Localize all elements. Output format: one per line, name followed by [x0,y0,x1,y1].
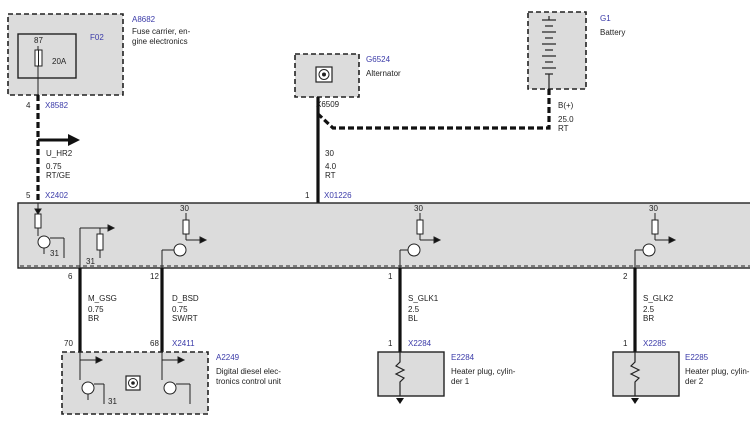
wire-sglk1-signal: S_GLK1 [408,294,439,303]
wire-sglk2-gauge: 2.5 [643,305,655,314]
fuse-carrier-desc-2: gine electronics [132,37,188,46]
dde-pin-a: 70 [64,339,73,348]
heater2-desc-2: der 2 [685,377,704,386]
wire-uhr2-gauge: 0.75 [46,162,62,171]
fuse-rating: 20A [52,57,67,66]
battery-gauge: 25.0 [558,115,574,124]
heater1-id: E2284 [451,353,475,362]
wire-uhr2-color: RT/GE [46,171,70,180]
heater1-desc-1: Heater plug, cylin- [451,367,516,376]
fuse-carrier-desc-1: Fuse carrier, en- [132,27,191,36]
wire-sglk2-color: BR [643,314,654,323]
wire-30-signal: 30 [325,149,334,158]
module-pin-12: 12 [150,272,159,281]
alternator-connector: X6509 [316,100,340,109]
heater2-id: E2285 [685,353,709,362]
wire-sglk2-signal: S_GLK2 [643,294,674,303]
heater-coil-icon [629,352,641,396]
heater1-desc-2: der 1 [451,377,470,386]
ground-arrow-icon [631,398,639,404]
dde-pin-b: 68 [150,339,159,348]
wire-30-color: RT [325,171,336,180]
module-output-circuit-1 [79,224,116,268]
heater2-desc-1: Heater plug, cylin- [685,367,750,376]
wire-uhr2-signal: U_HR2 [46,149,73,158]
wire-battery [316,89,551,130]
heater2-pin: 1 [623,339,628,348]
dde-desc-2: tronics control unit [216,377,282,386]
fuse-carrier-pin: 4 [26,101,31,110]
fuse-id: F02 [90,33,104,42]
wire-sglk1-color: BL [408,314,418,323]
battery-box [527,11,587,90]
fuse-pin-label: 87 [34,36,43,45]
connector-x2402: X2402 [45,191,69,200]
main-module-box [17,202,750,269]
module-pin-1: 1 [388,272,393,281]
battery-id: G1 [600,14,611,23]
dde-internal-circuit [79,352,191,404]
module-pin-6: 6 [68,272,73,281]
module-ground-label-2: 31 [86,257,95,266]
heater-coil-icon [394,352,406,396]
fuse-f02-box [17,33,77,79]
module-ground-label-1: 31 [50,249,59,258]
ground-arrow-icon [396,398,404,404]
arrow-right-icon [68,134,80,146]
pin-x2402: 5 [26,191,31,200]
wire-dbsd-signal: D_BSD [172,294,199,303]
alternator-id: G6524 [366,55,391,64]
fuse-carrier-id: A8682 [132,15,156,24]
module-term30-2: 30 [414,204,423,213]
battery-signal: B(+) [558,101,574,110]
wire-sglk1-gauge: 2.5 [408,305,420,314]
heater1-connector: X2284 [408,339,432,348]
module-output-circuit-4 [634,213,677,268]
pin-x01226: 1 [305,191,310,200]
dde-connector: X2411 [172,339,195,348]
module-output-circuit-3 [399,213,442,268]
heater1-box [377,351,445,397]
module-term30-3: 30 [649,204,658,213]
dde-id: A2249 [216,353,240,362]
dde-desc-1: Digital diesel elec- [216,367,281,376]
battery-icon [542,16,556,89]
module-term30-1: 30 [180,204,189,213]
wire-30-gauge: 4.0 [325,162,337,171]
heater2-connector: X2285 [643,339,667,348]
fuse-carrier-connector: X8582 [45,101,69,110]
wire-dbsd-gauge: 0.75 [172,305,188,314]
connector-x01226: X01226 [324,191,352,200]
wire-mgsg-gauge: 0.75 [88,305,104,314]
module-pin-2: 2 [623,272,628,281]
battery-color: RT [558,124,569,133]
wire-mgsg-signal: M_GSG [88,294,117,303]
heater2-box [612,351,680,397]
heater1-pin: 1 [388,339,393,348]
alternator-desc: Alternator [366,69,401,78]
dde-ground: 31 [108,397,117,406]
battery-desc: Battery [600,28,625,37]
module-input-circuit [34,203,65,258]
module-output-circuit-2 [161,213,208,268]
wire-mgsg-color: BR [88,314,99,323]
wire-dbsd-color: SW/RT [172,314,198,323]
